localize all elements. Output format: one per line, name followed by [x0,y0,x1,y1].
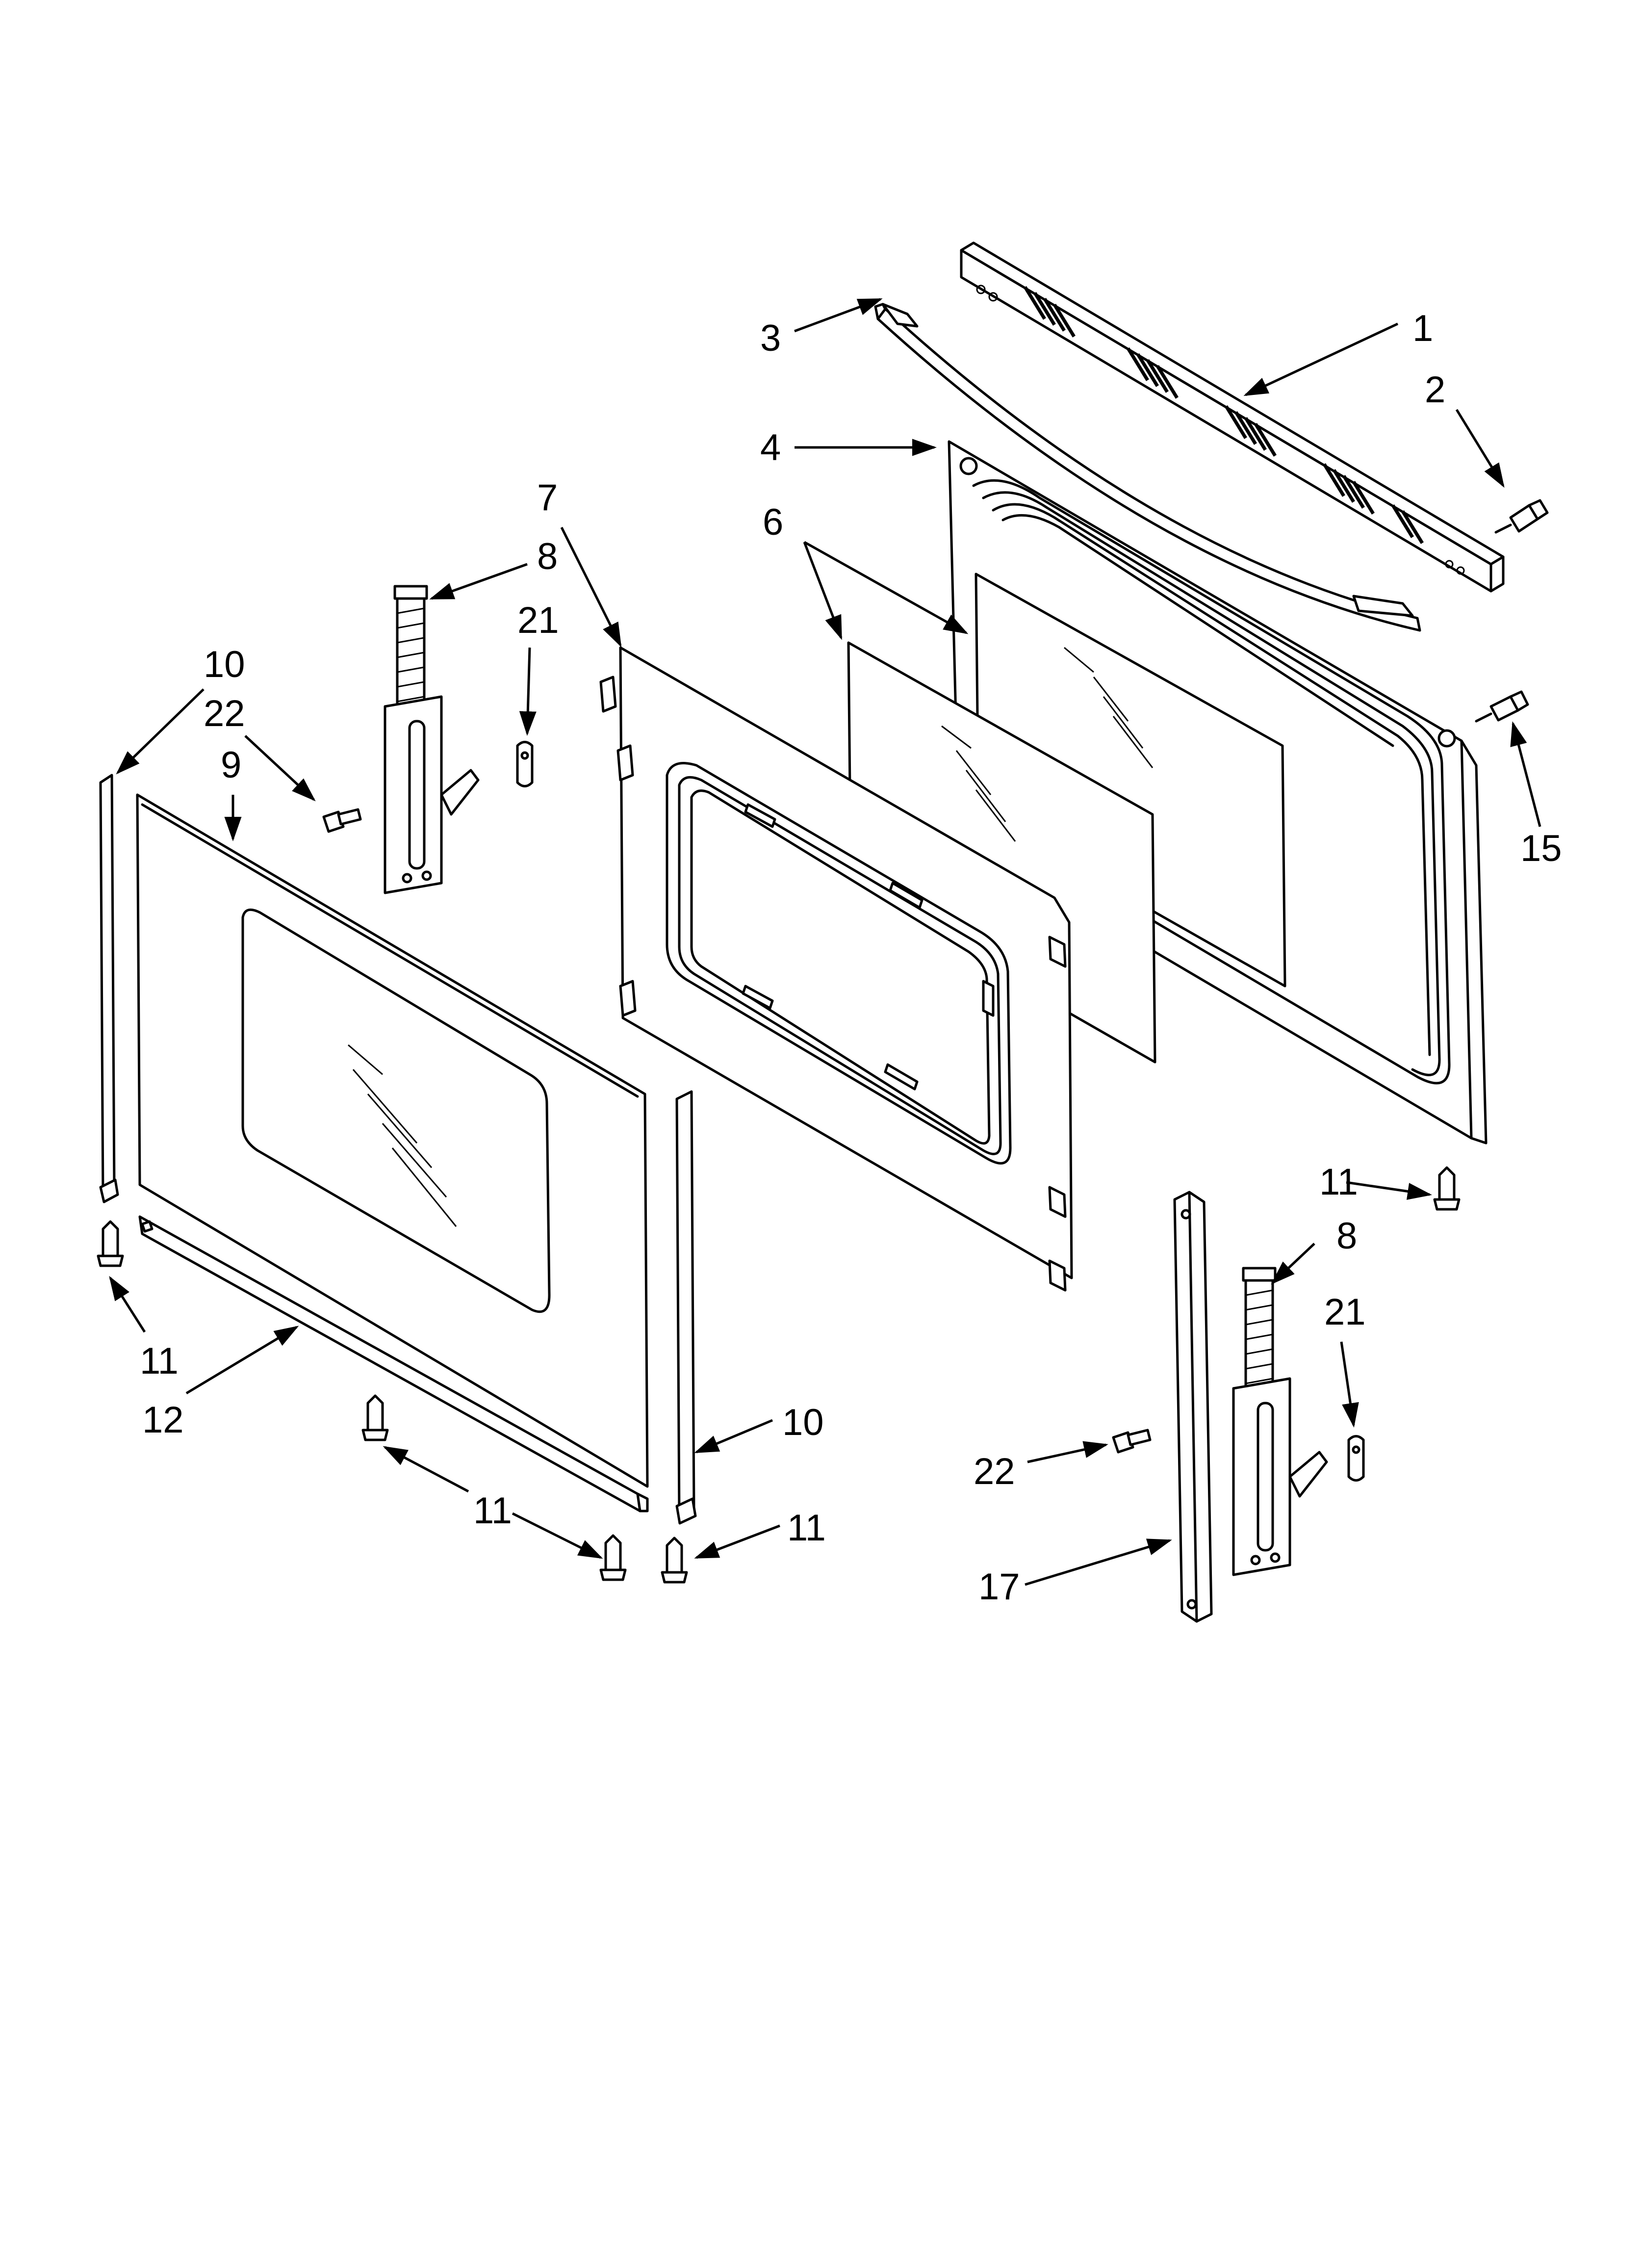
callout-15: 15 [1520,828,1562,869]
part-9-outer-door-panel [136,793,649,1488]
callout-8-top: 8 [537,536,558,577]
callout-labels: 1 2 3 4 6 7 8 21 10 22 9 15 11 8 21 11 1… [140,308,1562,1608]
part-12-bottom-trim [138,1215,649,1512]
callout-22-right: 22 [974,1451,1015,1492]
part-15-screw [1475,690,1529,723]
part-3-door-handle [874,303,1421,632]
callout-11-right: 11 [1319,1161,1358,1203]
callout-4: 4 [760,427,781,469]
part-1-trim-strip [960,241,1505,593]
callout-21-top: 21 [517,600,559,641]
part-8-left-hinge [384,585,480,894]
callout-7: 7 [537,477,558,519]
screw-11-panel-right [1433,1166,1461,1211]
part-17-hinge-bar [1173,1191,1213,1623]
screw-11-bottom-center [361,1394,389,1441]
part-6-glass-panes [847,573,1286,1064]
callout-6: 6 [763,501,783,543]
screw-11-bottom-right [599,1534,627,1581]
part-10-right-side-trim [675,1090,697,1525]
part-10-left-side-trim [99,774,119,1203]
callout-17: 17 [978,1566,1020,1608]
callout-2: 2 [1425,369,1445,411]
callout-10-left: 10 [204,644,245,685]
part-2-screw [1494,499,1549,534]
part-11-screws [97,1166,1461,1584]
callout-21-bottom: 21 [1324,1291,1366,1333]
callout-9: 9 [221,744,241,786]
callout-22-left: 22 [204,693,245,734]
callout-11-left: 11 [140,1340,179,1382]
callout-3: 3 [760,317,781,359]
callout-1: 1 [1412,308,1433,349]
callout-10-right: 10 [782,1402,824,1443]
callout-8-bottom: 8 [1336,1215,1357,1257]
part-22-screw-left [322,808,362,833]
leader-lines [109,298,1541,1586]
part-22-screw-right [1112,1429,1152,1454]
screw-11-trim-right [661,1537,688,1584]
callout-11-bottom-right: 11 [787,1507,826,1549]
callout-11-bottom: 11 [473,1490,512,1532]
part-7-door-frame [599,646,1073,1292]
part-21-hinge-clip-right [1347,1435,1365,1482]
callout-12: 12 [142,1399,184,1441]
part-8-right-hinge [1232,1267,1328,1576]
screw-11-left [97,1220,124,1267]
part-21-hinge-clip-left [516,741,534,787]
